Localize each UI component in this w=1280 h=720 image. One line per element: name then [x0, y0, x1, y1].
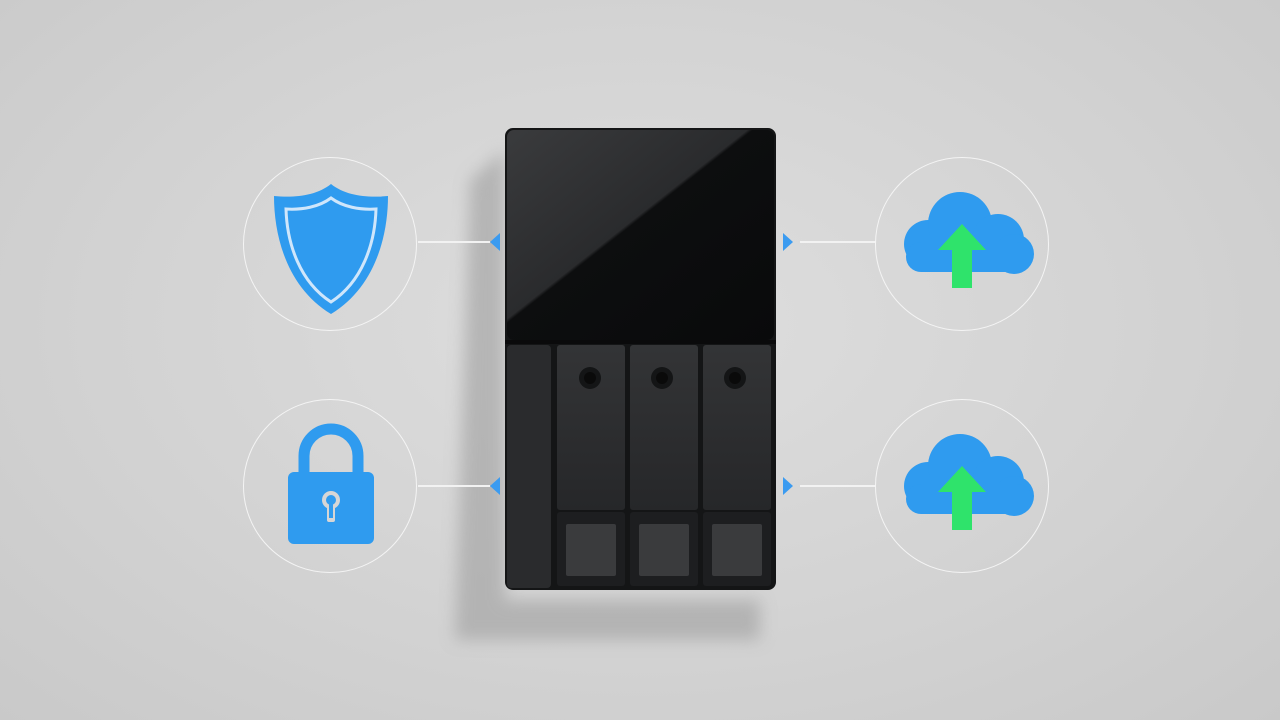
device-shadow [455, 150, 760, 640]
padlock-icon [288, 423, 374, 544]
port-indicator [783, 233, 793, 251]
cloud-ring [875, 399, 1049, 573]
drive-bay[interactable] [557, 345, 625, 586]
connector-line [800, 241, 876, 243]
port-indicator [490, 233, 500, 251]
shield-icon [274, 184, 388, 314]
device-seam [505, 340, 776, 344]
security-ring [243, 157, 417, 331]
lock-ring [243, 399, 417, 573]
port-indicator [490, 477, 500, 495]
device-side-strip [507, 345, 551, 588]
port-indicator [783, 477, 793, 495]
drive-bay[interactable] [630, 345, 698, 586]
connector-line [800, 485, 876, 487]
cloud-ring [875, 157, 1049, 331]
drive-bay[interactable] [703, 345, 771, 586]
cloud-upload-icon [904, 192, 1034, 288]
cloud-upload-icon [904, 434, 1034, 530]
connector-line [418, 241, 490, 243]
connector-line [418, 485, 490, 487]
device-top-panel [507, 130, 774, 340]
